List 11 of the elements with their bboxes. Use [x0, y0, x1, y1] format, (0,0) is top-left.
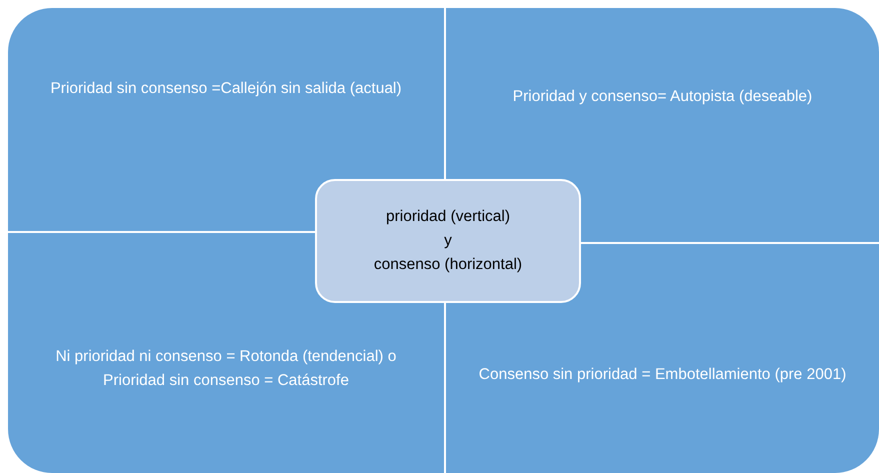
- quadrant-text: Ni prioridad ni consenso = Rotonda (tendencial) o: [56, 348, 396, 366]
- axis-label: prioridad (vertical): [386, 208, 510, 226]
- axis-label: y: [444, 232, 452, 250]
- quadrant-panel: [8, 8, 444, 231]
- quadrant-text: Prioridad sin consenso =Callejón sin salida (actual): [50, 80, 402, 98]
- axis-label: consenso (horizontal): [374, 256, 522, 274]
- center-box: [315, 179, 581, 303]
- quadrant-text: Consenso sin prioridad = Embotellamiento (pre 2001): [478, 366, 846, 384]
- quadrant-text: Prioridad sin consenso = Catástrofe: [103, 372, 349, 390]
- quadrant-panel: [8, 233, 444, 473]
- quadrant-text: Prioridad y consenso= Autopista (deseable): [512, 88, 812, 106]
